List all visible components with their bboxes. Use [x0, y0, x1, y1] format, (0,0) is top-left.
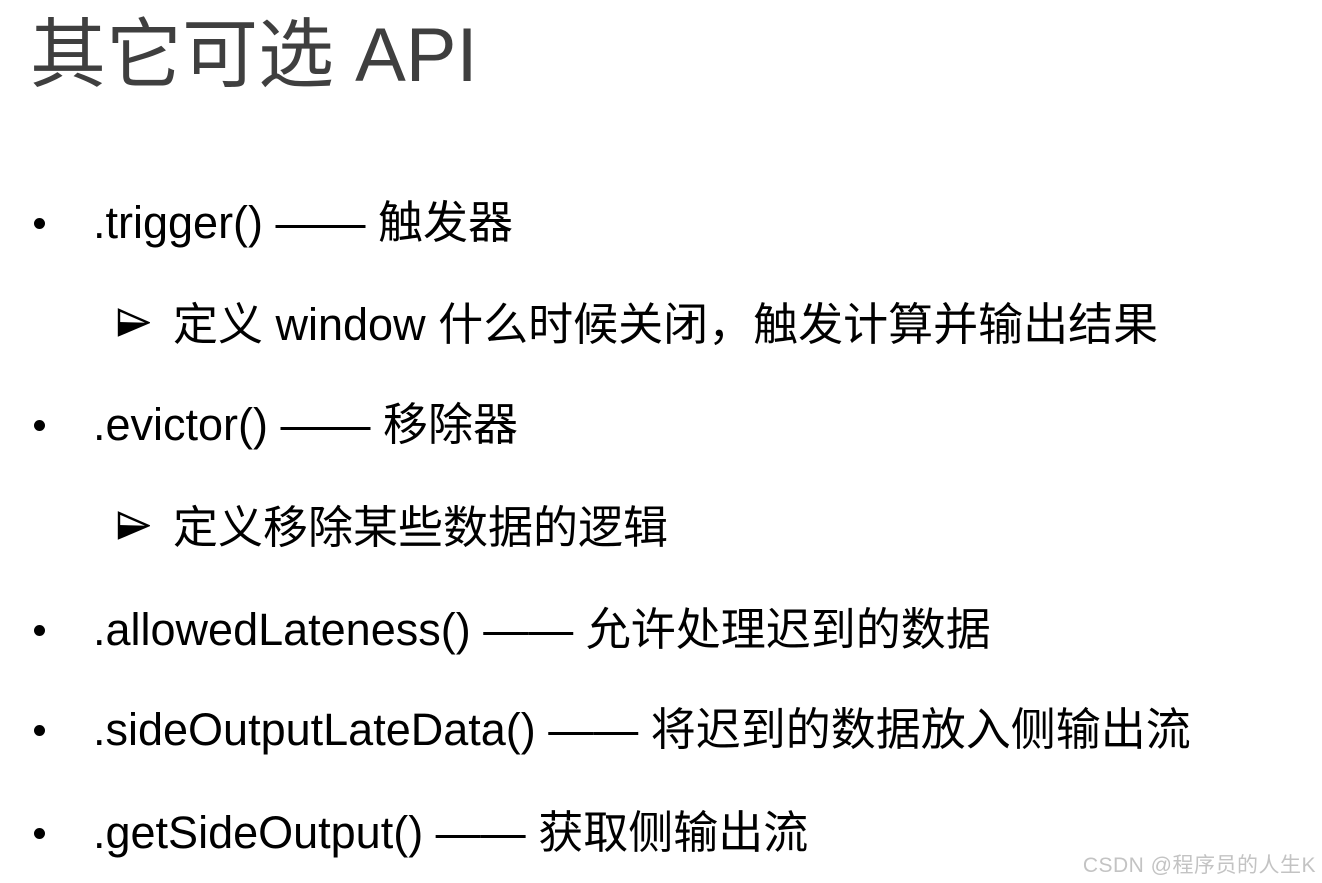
arrow-bullet-icon	[117, 308, 150, 337]
dot-bullet-icon	[34, 725, 45, 736]
bullet-item-allowedlateness: .allowedLateness() —— 允许处理迟到的数据	[0, 602, 1322, 658]
bullet-text: .sideOutputLateData() —— 将迟到的数据放入侧输出流	[93, 704, 1191, 755]
slide-title: 其它可选 API	[30, 13, 478, 98]
bullet-item-evictor: .evictor() —— 移除器	[0, 397, 1322, 453]
bullet-item-getsideoutput: .getSideOutput() —— 获取侧输出流	[0, 805, 1322, 861]
bullet-text: .getSideOutput() —— 获取侧输出流	[93, 807, 809, 858]
bullet-text: .allowedLateness() —— 允许处理迟到的数据	[93, 604, 991, 655]
bullet-text: .evictor() —— 移除器	[93, 399, 519, 450]
watermark: CSDN @程序员的人生K	[1082, 854, 1316, 877]
dot-bullet-icon	[34, 218, 45, 229]
bullet-item-trigger: .trigger() —— 触发器	[0, 195, 1322, 251]
dot-bullet-icon	[34, 625, 45, 636]
sub-bullet-trigger-desc: 定义 window 什么时候关闭，触发计算并输出结果	[0, 297, 1322, 353]
dot-bullet-icon	[34, 828, 45, 839]
bullet-item-sideoutputlatedata: .sideOutputLateData() —— 将迟到的数据放入侧输出流	[0, 702, 1322, 758]
sub-bullet-text: 定义 window 什么时候关闭，触发计算并输出结果	[173, 299, 1159, 350]
arrow-bullet-icon	[117, 511, 150, 540]
sub-bullet-evictor-desc: 定义移除某些数据的逻辑	[0, 500, 1322, 556]
dot-bullet-icon	[34, 420, 45, 431]
sub-bullet-text: 定义移除某些数据的逻辑	[173, 502, 669, 553]
bullet-text: .trigger() —— 触发器	[93, 197, 514, 248]
